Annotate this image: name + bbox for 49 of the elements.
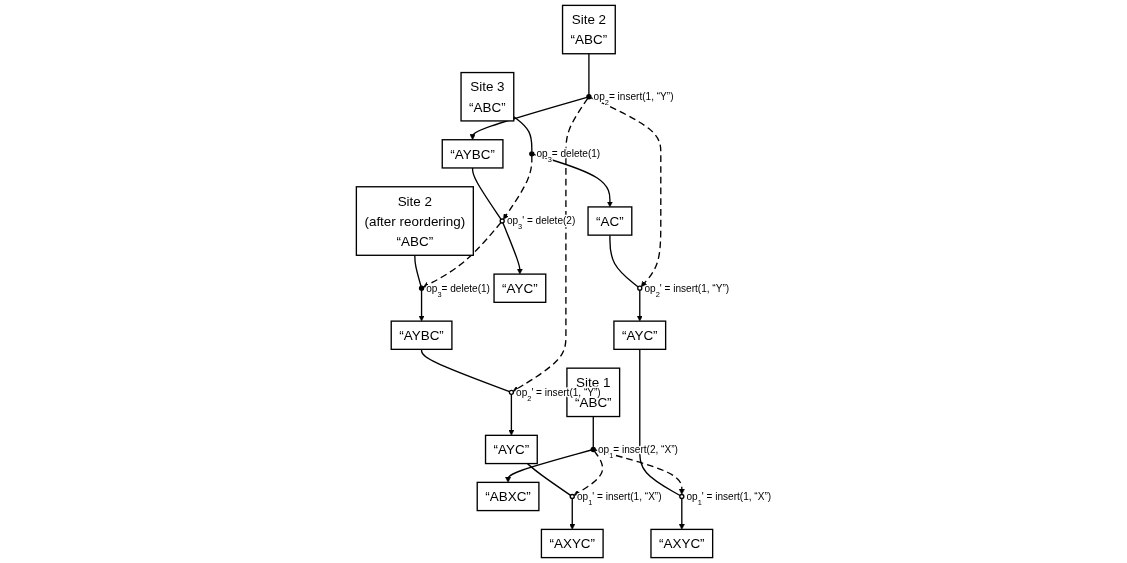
operation-label: op$_{1}$' = insert(1, “X”) xyxy=(686,490,771,507)
connector xyxy=(587,53,590,96)
connector xyxy=(638,348,681,497)
node-circle xyxy=(499,218,505,224)
node-box: “AC” xyxy=(587,206,633,236)
node-box: “AYC” xyxy=(613,320,667,351)
operation-label: op$_{2}$' = insert(1, “Y”) xyxy=(644,282,729,299)
arrow xyxy=(418,289,425,322)
operation-label: op$_{1}$' = insert(1, “X”) xyxy=(576,490,662,507)
node-circle xyxy=(508,389,514,396)
arrow xyxy=(594,449,685,495)
operation-label: op$_{3}$' = delete(2) xyxy=(506,215,576,231)
arrow xyxy=(502,155,533,220)
node-dot xyxy=(585,94,592,100)
arrow xyxy=(508,393,515,436)
node-box: “AYBC” xyxy=(390,320,453,351)
arrow xyxy=(573,450,603,496)
connector xyxy=(609,234,639,288)
node-box: “AYC” xyxy=(493,273,547,303)
arrow xyxy=(678,497,685,530)
node-box: “AYBC” xyxy=(441,139,504,169)
arrow xyxy=(636,289,643,322)
connector xyxy=(526,462,571,496)
arrow xyxy=(589,96,662,287)
node-dot xyxy=(418,285,424,291)
arrow xyxy=(504,449,592,483)
arrow xyxy=(422,221,502,288)
node-circle xyxy=(678,493,685,500)
node-box: “AYC” xyxy=(484,434,538,465)
connector xyxy=(413,254,422,287)
operation-label: op$_{3}$= delete(1) xyxy=(426,282,490,299)
node-circle xyxy=(636,285,643,291)
node-box: “ABXC” xyxy=(476,481,540,512)
connector xyxy=(420,348,510,393)
connector xyxy=(592,415,594,449)
operation-label: op$_{2}$= insert(1, “Y”) xyxy=(593,91,674,107)
node-circle xyxy=(569,493,575,500)
node-dot xyxy=(528,151,535,157)
arrow xyxy=(469,96,588,140)
node-box: Site 2 “ABC” xyxy=(561,4,616,55)
node-dot xyxy=(590,446,596,453)
arrow xyxy=(502,222,523,275)
node-box: “AXYC” xyxy=(540,528,604,559)
arrow xyxy=(569,497,575,530)
node-box: Site 3 “ABC” xyxy=(460,71,515,122)
node-box: Site 2 (after reordering) “ABC” xyxy=(355,186,474,256)
node-box: “AXYC” xyxy=(650,528,714,559)
arrow xyxy=(512,97,589,392)
connector xyxy=(471,167,502,221)
